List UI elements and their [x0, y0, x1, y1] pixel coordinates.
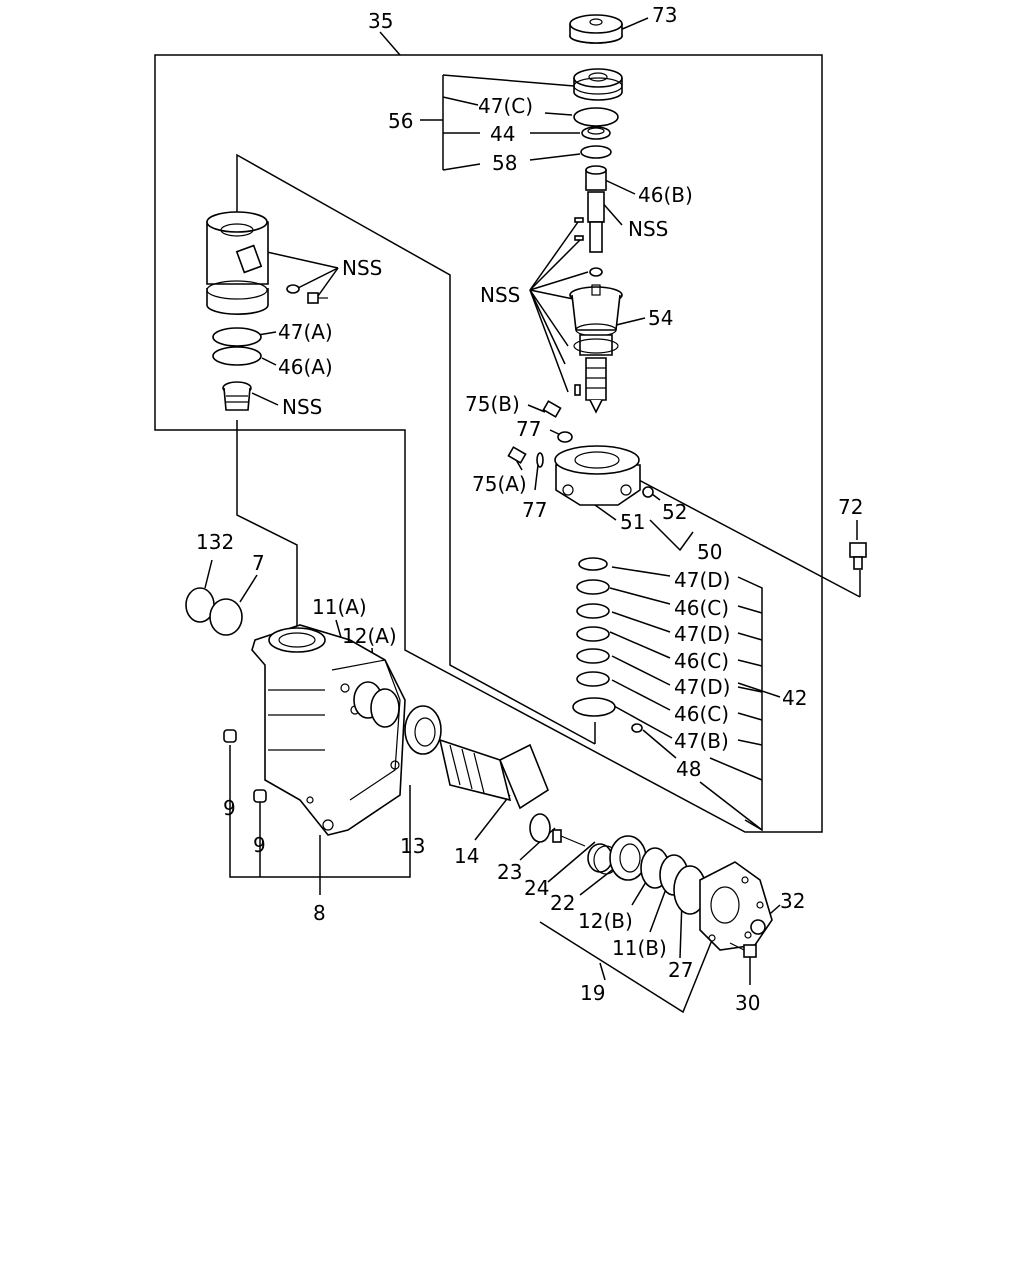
bracket-lines — [204, 17, 858, 1014]
part-32-nut — [750, 919, 766, 935]
label-30: 30 — [735, 991, 760, 1015]
side-cover — [699, 861, 773, 951]
seal-stack-ring-1 — [578, 557, 608, 571]
label-7: 7 — [252, 551, 265, 575]
part-22-bearing — [609, 835, 647, 881]
part-75a-fitting — [507, 446, 527, 464]
part-48-ring — [631, 723, 643, 733]
part-13-bearing — [404, 705, 442, 755]
part-14-sector-shaft — [438, 738, 551, 843]
label-13: 13 — [400, 834, 425, 858]
label-19: 19 — [580, 981, 605, 1005]
valve-assembly-outline — [236, 153, 861, 745]
seal-stack-ring-3 — [576, 603, 610, 619]
label-14: 14 — [454, 844, 479, 868]
label-46c-2: 46(C) — [674, 649, 729, 673]
label-35: 35 — [368, 9, 393, 33]
label-47b: 47(B) — [674, 729, 729, 753]
plug-part — [222, 381, 252, 411]
label-54: 54 — [648, 306, 673, 330]
label-12a: 12(A) — [342, 624, 397, 648]
seal-stack-ring-5 — [576, 648, 610, 664]
pin-part — [574, 384, 581, 396]
label-77-bottom: 77 — [522, 498, 547, 522]
part-58-seal — [580, 145, 612, 159]
label-8: 8 — [313, 901, 326, 925]
part-77-washer-bottom — [536, 452, 544, 468]
label-27: 27 — [668, 958, 693, 982]
label-46a: 46(A) — [278, 355, 333, 379]
label-11a: 11(A) — [312, 595, 367, 619]
label-132: 132 — [196, 530, 234, 554]
label-nss-housing: NSS — [342, 256, 382, 280]
label-46b: 46(B) — [638, 183, 693, 207]
part-9-plug-b — [253, 789, 267, 803]
label-77-top: 77 — [516, 417, 541, 441]
label-46c-3: 46(C) — [674, 702, 729, 726]
label-73: 73 — [652, 3, 677, 27]
bolt-part — [307, 292, 328, 304]
label-47d-2: 47(D) — [674, 622, 730, 646]
label-58: 58 — [492, 151, 517, 175]
part-23-stud — [552, 829, 586, 847]
part-9-plug-a — [223, 729, 237, 743]
part-7-seal — [209, 598, 243, 636]
part-56-top-cover — [573, 68, 623, 101]
seal-stack-ring-4 — [576, 626, 610, 642]
label-12b: 12(B) — [578, 909, 633, 933]
part-44-bearing — [581, 126, 611, 140]
part-46a-seal — [212, 346, 262, 366]
washer-part — [286, 284, 300, 294]
label-nss-center: NSS — [480, 283, 520, 307]
gear-housing — [251, 624, 406, 836]
label-47d-3: 47(D) — [674, 675, 730, 699]
assembly-outline-35 — [154, 31, 823, 833]
label-52: 52 — [662, 500, 687, 524]
label-51: 51 — [620, 510, 645, 534]
part-73-cap — [569, 14, 623, 44]
label-9-b: 9 — [253, 833, 266, 857]
label-nss-plug: NSS — [282, 395, 322, 419]
part-72-fitting — [849, 542, 867, 570]
part-44-inner — [587, 127, 605, 135]
part-24-spring — [587, 843, 619, 875]
seal-stack-ring-6 — [576, 671, 610, 687]
label-47a: 47(A) — [278, 320, 333, 344]
part-77-washer-top — [557, 431, 573, 443]
seal-stack-ring-2 — [576, 579, 610, 595]
part-54-valve-body — [569, 284, 623, 414]
label-47d-1: 47(D) — [674, 568, 730, 592]
label-48: 48 — [676, 757, 701, 781]
label-47c: 47(C) — [478, 94, 533, 118]
label-22: 22 — [550, 891, 575, 915]
label-75a: 75(A) — [472, 472, 527, 496]
label-23: 23 — [497, 860, 522, 884]
part-30-bolt — [729, 942, 757, 958]
part-46b-sleeve — [585, 165, 607, 191]
valve-housing — [206, 211, 269, 315]
part-75b-fitting — [542, 400, 562, 418]
label-44: 44 — [490, 122, 515, 146]
label-75b: 75(B) — [465, 392, 520, 416]
label-72: 72 — [838, 495, 863, 519]
part-51-valve-housing — [554, 445, 641, 506]
label-56: 56 — [388, 109, 413, 133]
label-9-a: 9 — [223, 796, 236, 820]
label-11b: 11(B) — [612, 936, 667, 960]
label-46c-1: 46(C) — [674, 596, 729, 620]
part-47c-oring — [573, 107, 619, 127]
part-52-nut — [642, 486, 654, 498]
label-nss-valve: NSS — [628, 217, 668, 241]
label-24: 24 — [524, 876, 549, 900]
label-42: 42 — [782, 686, 807, 710]
valve-stem — [574, 191, 605, 277]
part-47a-oring — [212, 327, 262, 347]
part-12a-ring — [370, 688, 400, 728]
label-50: 50 — [697, 540, 722, 564]
seal-stack-ring-7 — [572, 697, 616, 717]
label-32: 32 — [780, 889, 805, 913]
